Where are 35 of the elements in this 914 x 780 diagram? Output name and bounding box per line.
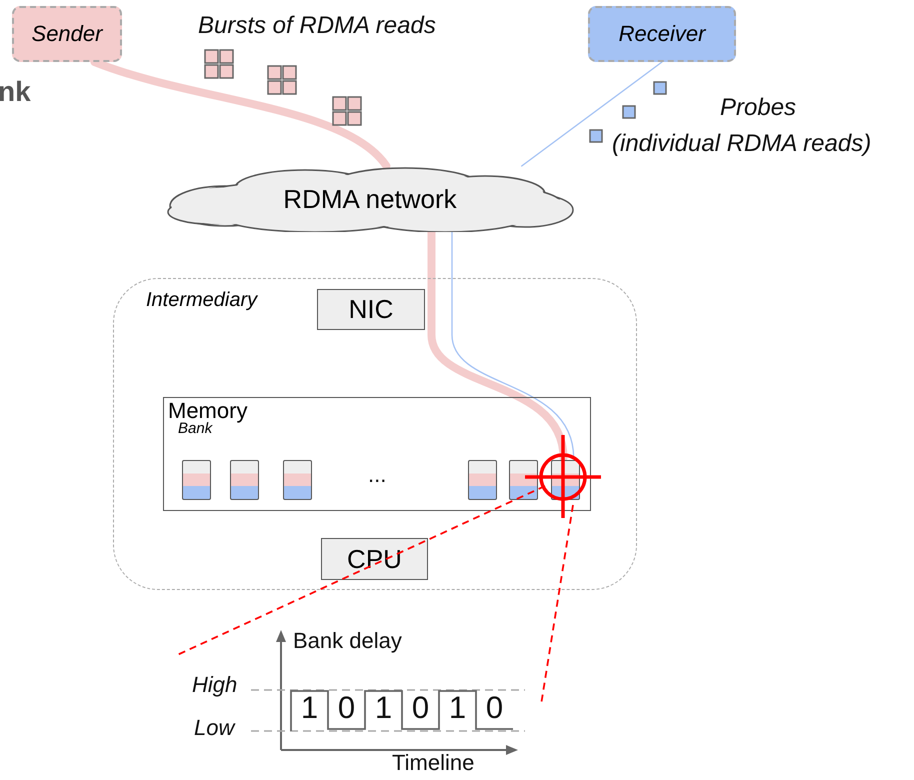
caption-text: Probes [720,94,796,122]
bit-value: 1 [300,690,320,726]
axis-title: Timeline [392,750,474,776]
connector-line [521,61,663,167]
node-label: Receiver [618,21,706,47]
caption-text: Bursts of RDMA reads [198,12,436,40]
bit-value: 1 [374,690,394,726]
bit-value: 0 [410,690,430,726]
intermediary-container [113,278,637,590]
node-label: Memory [168,398,248,423]
node-label: Intermediary [146,289,258,312]
bit-value: 0 [336,690,356,726]
receiver-box [588,6,736,62]
memory-panel [163,397,591,511]
bit-value: 0 [484,690,504,726]
node-label: NIC [348,294,394,325]
memory-bank-cell [182,460,211,500]
cpu-box [321,538,428,580]
caption-text: (individual RDMA reads) [612,130,872,158]
sender-box [12,6,122,62]
axis-title: Bank delay [293,628,402,654]
nic-box [317,289,425,330]
memory-bank-cell [230,460,259,500]
level-label: High [192,672,238,698]
memory-bank-cell [468,460,497,500]
node-label: Sender [32,21,102,47]
level-label: Low [194,715,234,741]
memory-bank-cell [283,460,312,500]
bit-value: 1 [448,690,468,726]
node-label: CPU [347,544,402,574]
ellipsis-text: ... [368,462,386,488]
memory-bank-cell [509,460,538,500]
connector-line [451,231,574,459]
node-sublabel: Bank [178,420,212,437]
heading-fragment: nk [0,76,31,108]
